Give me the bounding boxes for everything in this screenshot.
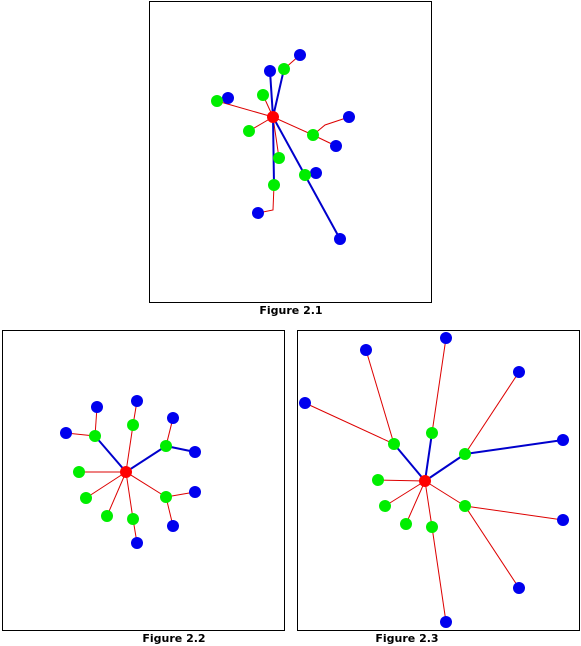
fig3-center-node — [419, 475, 431, 487]
fig1-red-edge — [272, 116, 314, 136]
fig3-inner-node — [459, 500, 471, 512]
fig2-inner-node — [73, 466, 85, 478]
fig3-red-edge — [377, 479, 426, 482]
fig2-outer-node — [60, 427, 72, 439]
fig3-outer-node — [557, 434, 569, 446]
fig2-outer-node — [167, 412, 179, 424]
fig2-red-edge — [125, 424, 134, 473]
fig1-center-node — [267, 111, 279, 123]
fig2-outer-node — [189, 486, 201, 498]
fig2-red-edge — [125, 471, 134, 520]
fig1-inner-node — [211, 95, 223, 107]
fig3-inner-node — [459, 448, 471, 460]
fig2-red-edge — [85, 471, 127, 499]
fig2-outer-node — [91, 401, 103, 413]
fig1-inner-node — [257, 89, 269, 101]
fig3-red-edge — [304, 402, 395, 445]
fig2-outer-node — [189, 446, 201, 458]
fig3-inner-node — [388, 438, 400, 450]
fig3-blue-edge — [424, 432, 433, 482]
fig2-outer-node — [167, 520, 179, 532]
fig2-blue-edge — [94, 435, 127, 473]
fig3-outer-node — [513, 582, 525, 594]
fig3-inner-node — [379, 500, 391, 512]
fig1-blue-edge — [269, 70, 274, 118]
fig3-outer-node — [513, 366, 525, 378]
fig3-blue-edge — [393, 443, 426, 482]
fig2-inner-node — [160, 440, 172, 452]
fig2-inner-node — [101, 510, 113, 522]
fig1-inner-node — [243, 125, 255, 137]
fig2-center-node — [120, 466, 132, 478]
fig1-blue-edge — [272, 116, 275, 186]
fig3-blue-edge — [424, 453, 466, 482]
figure-2-2-caption: Figure 2.2 — [142, 632, 206, 645]
figure-2-2-panel — [2, 330, 285, 631]
fig3-red-edge — [424, 480, 466, 507]
fig3-red-edge — [464, 371, 520, 455]
fig3-red-edge — [405, 480, 426, 525]
fig1-inner-node — [273, 152, 285, 164]
fig1-outer-node — [264, 65, 276, 77]
fig3-red-edge — [384, 480, 426, 507]
fig2-blue-edge — [125, 445, 167, 473]
fig3-outer-node — [557, 514, 569, 526]
fig1-inner-node — [278, 63, 290, 75]
fig3-red-edge — [431, 337, 447, 434]
fig2-inner-node — [89, 430, 101, 442]
fig3-blue-edge — [464, 439, 564, 455]
fig3-red-edge — [431, 526, 447, 623]
fig2-red-edge — [106, 471, 127, 517]
fig2-inner-node — [127, 513, 139, 525]
fig1-blue-edge — [272, 68, 285, 118]
figure-2-3-caption: Figure 2.3 — [375, 632, 439, 645]
fig3-red-edge — [365, 349, 395, 445]
figure-2-1-panel — [149, 1, 432, 303]
fig1-outer-node — [222, 92, 234, 104]
fig1-outer-node — [330, 140, 342, 152]
fig3-outer-node — [299, 397, 311, 409]
fig3-inner-node — [426, 427, 438, 439]
fig3-red-edge — [464, 505, 520, 589]
fig2-inner-node — [160, 491, 172, 503]
figure-2-1-caption: Figure 2.1 — [259, 304, 323, 317]
fig2-outer-node — [131, 537, 143, 549]
fig1-red-edge — [312, 116, 350, 136]
fig3-red-edge — [464, 505, 564, 521]
fig1-inner-node — [268, 179, 280, 191]
fig2-red-edge — [125, 471, 167, 498]
fig2-inner-node — [127, 419, 139, 431]
fig1-outer-node — [252, 207, 264, 219]
fig1-outer-node — [294, 49, 306, 61]
fig2-inner-node — [80, 492, 92, 504]
fig3-inner-node — [400, 518, 412, 530]
fig1-inner-node — [299, 169, 311, 181]
fig1-outer-node — [343, 111, 355, 123]
fig3-outer-node — [440, 332, 452, 344]
fig1-inner-node — [307, 129, 319, 141]
figure-2-3-panel — [297, 330, 580, 631]
fig1-outer-node — [310, 167, 322, 179]
fig3-red-edge — [424, 480, 433, 528]
fig1-outer-node — [334, 233, 346, 245]
fig3-outer-node — [360, 344, 372, 356]
fig3-outer-node — [440, 616, 452, 628]
fig3-inner-node — [372, 474, 384, 486]
fig2-outer-node — [131, 395, 143, 407]
fig3-inner-node — [426, 521, 438, 533]
